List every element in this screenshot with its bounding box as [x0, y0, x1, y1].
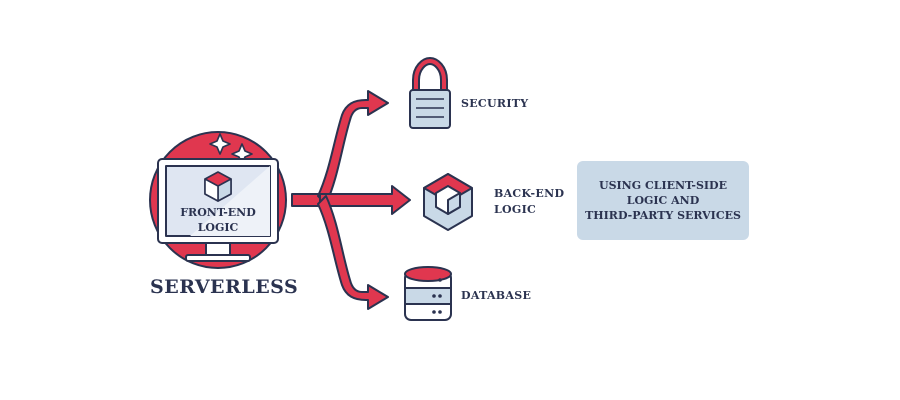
database-label: DATABASE [461, 289, 532, 302]
hexagon-cube-icon [423, 173, 473, 231]
info-line1: USING CLIENT-SIDE [599, 179, 727, 192]
back-end-line1: BACK-END [494, 187, 565, 200]
serverless-title: SERVERLESS [150, 276, 299, 298]
info-line2: LOGIC AND [626, 194, 700, 207]
cube-icon [204, 171, 232, 202]
front-end-line2: LOGIC [197, 221, 239, 234]
back-end-line2: LOGIC [494, 203, 537, 216]
database-icon [404, 266, 452, 321]
padlock-icon [409, 57, 451, 129]
front-end-line1: FRONT-END [180, 206, 256, 219]
info-line3: THIRD-PARTY SERVICES [585, 209, 741, 222]
back-end-logic-label: BACK-END LOGIC [494, 186, 564, 218]
client-side-info-box: USING CLIENT-SIDE LOGIC AND THIRD-PARTY … [577, 161, 749, 240]
front-end-logic-label: FRONT-END LOGIC [168, 205, 268, 235]
branch-arrows [291, 90, 411, 310]
security-label: SECURITY [461, 97, 529, 110]
